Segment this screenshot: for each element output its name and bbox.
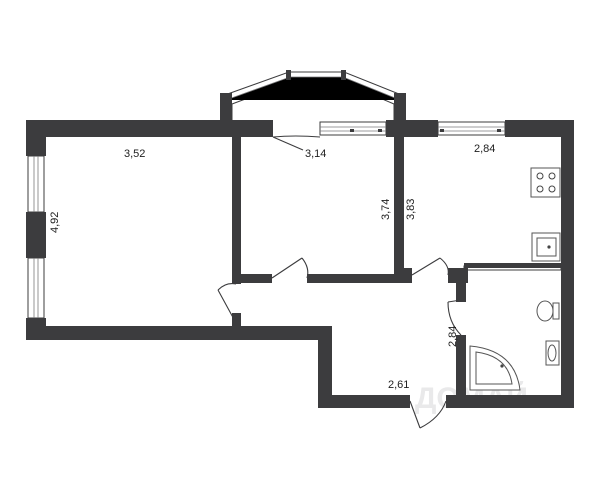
walls: [26, 120, 574, 408]
hall-width-label: 2,61: [388, 379, 409, 391]
room2-width-label: 3,14: [305, 148, 326, 160]
doors: [217, 135, 462, 429]
bay-window: [220, 70, 406, 123]
stove: [530, 167, 561, 198]
kitchen-sink: [531, 232, 561, 262]
kitchen-height-label: 3,83: [405, 199, 417, 220]
bathroom-sink: [545, 340, 560, 366]
windows: [27, 121, 506, 319]
bath-height-label: 2,84: [447, 326, 459, 347]
corner-bathtub: [469, 345, 521, 391]
toilet: [536, 300, 560, 322]
kitchen-width-label: 2,84: [474, 143, 495, 155]
dimension-labels: 3,52 4,92 3,14 3,74 3,83 2,84 2,84 2,61: [49, 143, 495, 391]
room1-width-label: 3,52: [124, 148, 145, 160]
room2-height-label: 3,74: [380, 199, 392, 220]
room1-height-label: 4,92: [49, 212, 61, 233]
